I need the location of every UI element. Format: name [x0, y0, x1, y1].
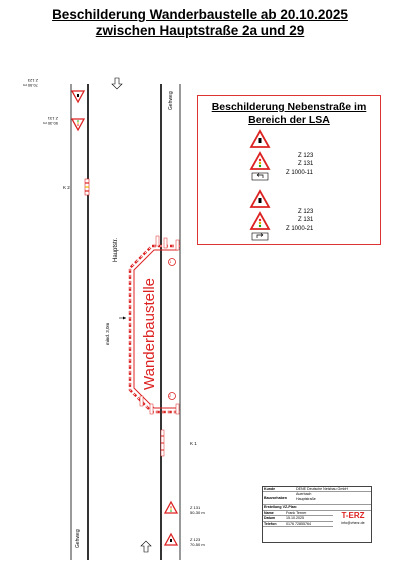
k1-label: K 1: [190, 441, 197, 446]
legend-row-erstellung: Erstellung VZ-Plan:: [263, 505, 371, 511]
arrow-up-icon: [140, 540, 152, 553]
sidewalk-label-bottom: Gehweg: [75, 529, 81, 548]
roadwork-sign-icon: [70, 90, 86, 104]
arrow-down-icon: [111, 77, 123, 90]
roadwork-sign-icon: [249, 129, 271, 148]
barrier-k1: [160, 429, 165, 457]
page-title-line2: zwischen Hauptstraße 2a und 29: [95, 23, 305, 38]
arrow-left-sign-icon: [251, 172, 269, 181]
barrier-posts-top: [155, 235, 180, 251]
roadwork-sign-icon: [249, 189, 271, 208]
arrow-right-sign-icon: [251, 232, 269, 241]
k2-label: K 2: [63, 185, 70, 190]
traffic-light-sign-icon: [249, 211, 271, 230]
marker-2-label: 2: [169, 393, 172, 398]
width-label: mind. 3,0m: [105, 322, 110, 345]
traffic-light-sign-icon: [249, 151, 271, 170]
marker-2: [168, 392, 176, 400]
info-box-signs: [249, 129, 271, 241]
barrier-posts-bottom: [139, 395, 180, 415]
title-block: Kunde DENE Deutsche Netzbau GmbH Bauvorh…: [262, 486, 372, 543]
company-logo: T-ERZ info@vherz.de: [341, 510, 365, 525]
traffic-light-sign-icon: [70, 118, 86, 132]
construction-site-area: [128, 244, 180, 414]
page-title-line1: Beschilderung Wanderbaustelle ab 20.10.2…: [52, 7, 348, 22]
marker-1-label: 1: [169, 259, 172, 264]
roadwork-sign-icon: [163, 532, 179, 546]
sidewalk-label-top: Gehweg: [168, 91, 174, 110]
site-label: Wanderbaustelle: [141, 277, 158, 390]
marker-1: [168, 258, 176, 266]
traffic-light-sign-icon: [163, 500, 179, 514]
barrier-k2: [84, 178, 90, 196]
street-label: Hauptstr.: [113, 237, 119, 262]
legend-row-kunde: Kunde DENE Deutsche Netzbau GmbH: [263, 487, 371, 493]
